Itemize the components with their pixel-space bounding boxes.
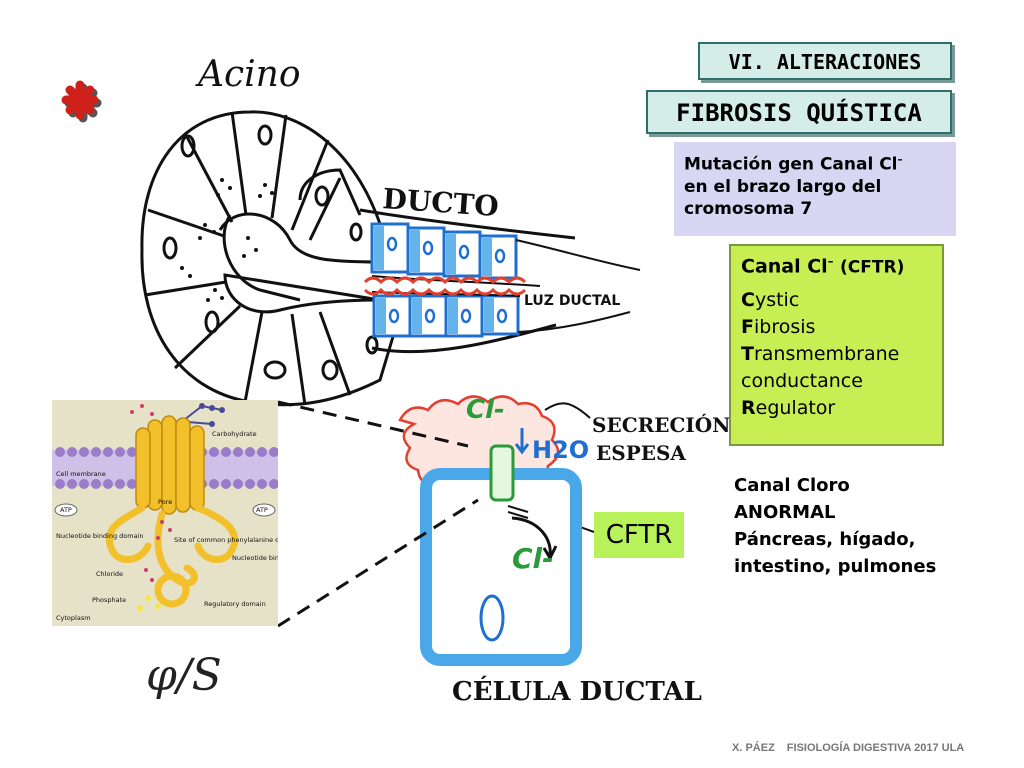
- dash-bottom: [277, 498, 479, 628]
- label-celula-ductal: CÉLULA DUCTAL: [452, 675, 702, 707]
- pointer-secrecion: [544, 402, 591, 419]
- acr-rest: ransmembrane: [753, 343, 900, 366]
- acr-rest: egulator: [755, 397, 836, 420]
- inset-nbd-left: Nucleotide binding domain: [56, 532, 144, 540]
- arrow-h2o: [514, 428, 530, 455]
- label-cl-bottom: Cl-: [512, 542, 554, 575]
- cftr-head-sup: –: [827, 254, 834, 268]
- inset-phosphate: Phosphate: [92, 596, 126, 604]
- canal-line2: ANORMAL: [734, 502, 836, 523]
- asterisk-icon: [61, 80, 102, 123]
- acinus-drawing: [140, 110, 397, 407]
- acr-initial: T: [741, 343, 754, 366]
- canal-line3: Páncreas, hígado,: [734, 529, 916, 550]
- duct-drawing: [359, 208, 641, 354]
- granules: [180, 178, 274, 302]
- section-tag: VI. ALTERACIONES: [698, 42, 952, 80]
- cftr-head-small: (CFTR): [840, 257, 905, 278]
- cftr-label: CFTR: [594, 512, 684, 558]
- label-h2o: H2O: [532, 436, 589, 464]
- acr-rest: ibrosis: [753, 316, 816, 339]
- inset-regulatory: Regulatory domain: [204, 600, 266, 608]
- acr-initial: F: [741, 316, 754, 339]
- abnormal-channel-note: Canal Cloro ANORMAL Páncreas, hígado, in…: [734, 472, 974, 580]
- dash-top: [277, 400, 469, 448]
- acr-rest: ystic: [754, 289, 800, 312]
- acr-initial: R: [741, 397, 756, 420]
- canal-line1: Canal Cloro: [734, 475, 850, 496]
- footer-course: FISIOLOGÍA DIGESTIVA 2017 ULA: [786, 742, 965, 754]
- mutation-line1: Mutación gen Canal Cl: [684, 154, 898, 175]
- mutation-note: Mutación gen Canal Cl– en el brazo largo…: [674, 142, 956, 236]
- inset-carbohydrate: Carbohydrate: [212, 430, 257, 438]
- label-secrecion: SECRECIÓN: [592, 412, 730, 437]
- mutation-line3: cromosoma 7: [684, 198, 813, 219]
- ductal-cell-nucleus: [479, 594, 505, 642]
- arrow-cl: [511, 516, 558, 562]
- acr-rest: conductance: [741, 370, 863, 393]
- cftr-protein-inset: Carbohydrate Cell membrane Pore ATP ATP …: [52, 400, 278, 626]
- inset-nbd-right: Nucleotide binding domain: [232, 554, 278, 562]
- inset-site: Site of common phenylalanine deletion: [174, 536, 278, 544]
- cftr-channel: [489, 444, 515, 502]
- inset-atp-left: ATP: [60, 506, 72, 514]
- label-luz-ductal: LUZ DUCTAL: [524, 293, 620, 309]
- inset-atp-right: ATP: [256, 506, 268, 514]
- footer: X. PÁEZ FISIOLOGÍA DIGESTIVA 2017 ULA: [732, 742, 964, 754]
- cftr-definition: Canal Cl– (CFTR) Cystic Fibrosis Transme…: [729, 244, 944, 446]
- label-espesa: ESPESA: [596, 441, 686, 465]
- mutation-sup: –: [897, 155, 903, 166]
- label-acino: Acino: [195, 54, 301, 95]
- cftr-acronym: Cystic Fibrosis Transmembrane conductanc…: [741, 287, 932, 422]
- title-tag: FIBROSIS QUÍSTICA: [646, 90, 952, 134]
- footer-author: X. PÁEZ: [732, 742, 775, 754]
- inset-pore: Pore: [158, 498, 172, 506]
- inset-chloride: Chloride: [96, 570, 123, 578]
- acr-initial: C: [741, 289, 755, 312]
- handwriting-phi: φ/S: [146, 650, 222, 701]
- inset-cell-membrane: Cell membrane: [56, 470, 106, 478]
- canal-line4: intestino, pulmones: [734, 556, 937, 577]
- mutation-line2: en el brazo largo del: [684, 176, 882, 197]
- label-ducto: DUCTO: [382, 182, 500, 223]
- label-cl-top: Cl-: [466, 395, 505, 425]
- inset-cytoplasm: Cytoplasm: [56, 614, 91, 622]
- cftr-head: Canal Cl: [741, 255, 828, 278]
